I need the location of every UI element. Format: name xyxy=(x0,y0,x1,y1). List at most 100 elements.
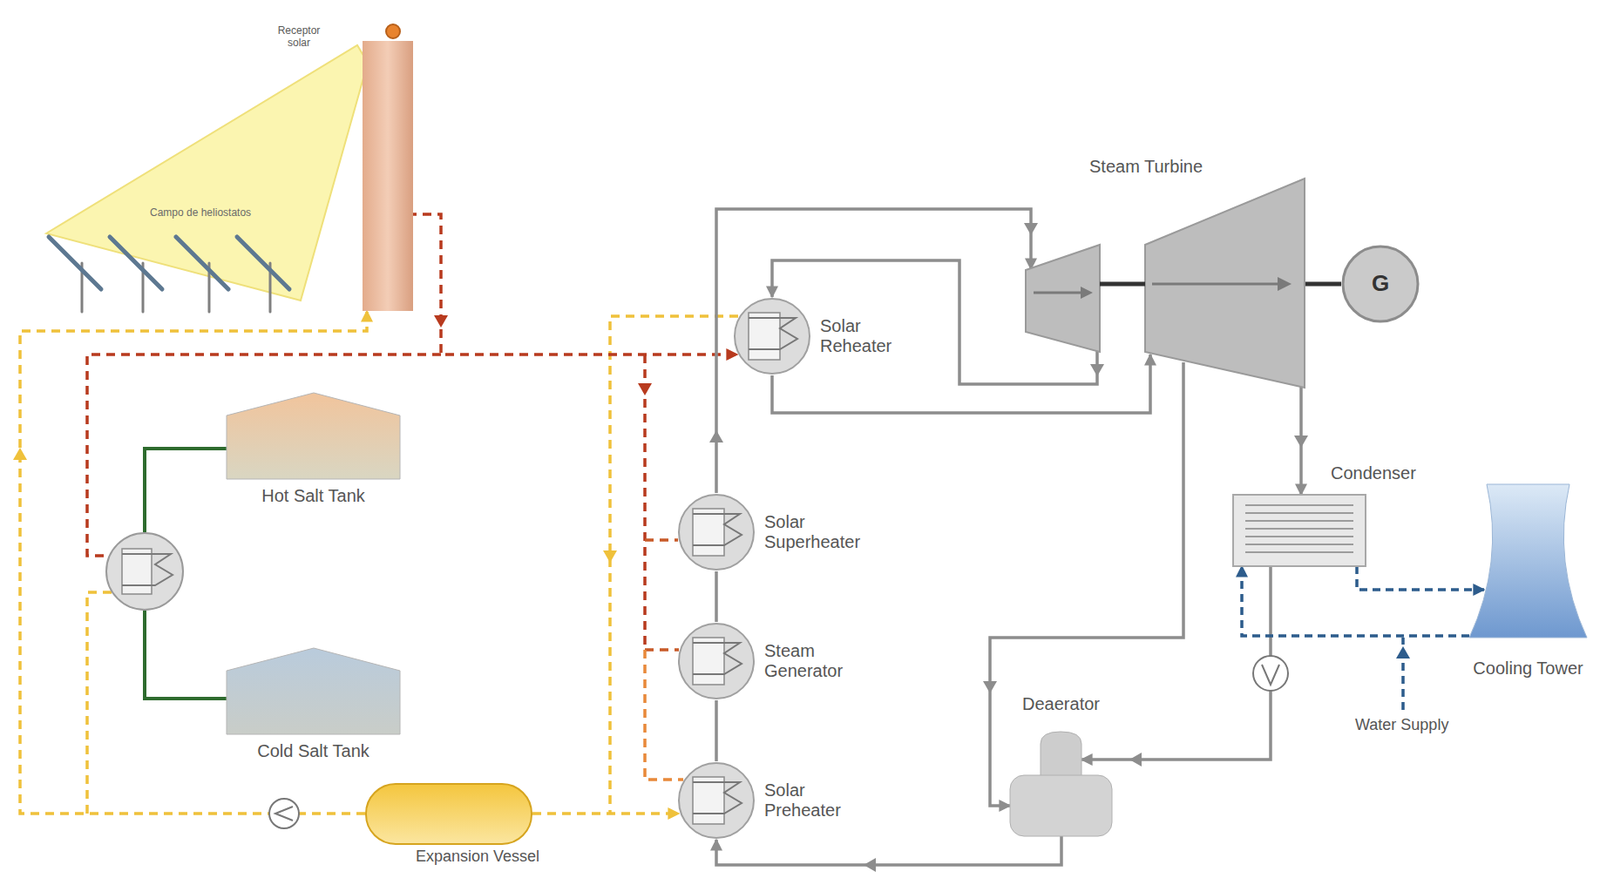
condenser-shape xyxy=(1233,494,1366,567)
deaerator: Deaerator xyxy=(1010,697,1112,837)
flow-arrow xyxy=(709,430,724,443)
condenser-shape xyxy=(1245,512,1354,515)
steam-turbine-shape xyxy=(1025,244,1100,353)
receiver-dot xyxy=(386,24,400,39)
oil-pipe xyxy=(87,354,441,556)
condenser-shape xyxy=(1245,520,1354,523)
pipe-connector xyxy=(1241,566,1470,637)
salt-pipe xyxy=(144,448,227,533)
pump xyxy=(1261,664,1280,685)
condenser-shape xyxy=(1245,551,1354,554)
oil-pipe xyxy=(87,354,684,780)
node-label: Steam Turbine xyxy=(1089,156,1203,177)
steam-turbine: Steam Turbine xyxy=(1019,149,1312,394)
heliostat xyxy=(48,237,290,312)
salt-heat-exchanger xyxy=(106,533,184,611)
cooling-tower: Cooling Tower xyxy=(1469,484,1587,638)
heat-exchanger-shape xyxy=(678,623,754,699)
heat-exchanger-shape xyxy=(748,312,780,360)
pump xyxy=(1253,656,1289,692)
heat-exchanger: Solar Reheater xyxy=(732,297,937,376)
node-label: Steam Generator xyxy=(764,641,876,682)
flow-arrow xyxy=(1294,435,1309,448)
heat-exchanger-shape xyxy=(732,297,812,376)
salt-tank: Hot Salt Tank xyxy=(226,393,400,480)
node-label: Solar Superheater xyxy=(764,512,876,553)
flow-arrow xyxy=(637,383,652,396)
node-label: Receptor solar xyxy=(271,25,326,50)
condenser-shape xyxy=(1233,494,1366,567)
deaerator-shape xyxy=(1010,775,1112,837)
salt-tank-shape xyxy=(226,648,400,735)
heat-exchanger-shape xyxy=(692,514,742,546)
flow-arrow xyxy=(433,315,448,328)
pipe-connector xyxy=(716,209,1031,494)
solar-tower: Receptor solar xyxy=(362,40,414,312)
oil-pipe xyxy=(644,650,684,780)
salt-tank-shape xyxy=(226,393,400,480)
deaerator-shape xyxy=(1010,697,1112,837)
heliostat xyxy=(109,237,163,290)
flow-arrow xyxy=(1396,646,1411,659)
heliostat xyxy=(48,237,102,290)
heat-exchanger-shape xyxy=(692,777,725,825)
pipe-connector xyxy=(716,836,1062,866)
heat-exchanger-shape xyxy=(677,493,756,572)
steam-turbine-shape xyxy=(1145,178,1305,388)
heat-exchanger-shape xyxy=(678,763,754,839)
pipe-connector xyxy=(1304,282,1342,287)
heliostat xyxy=(176,237,229,290)
salt-pipe xyxy=(144,610,227,699)
salt-tank-shape xyxy=(226,393,400,480)
return-pipe xyxy=(87,316,739,814)
pipe-connector xyxy=(714,571,719,623)
field-label-box: Campo de heliostatos xyxy=(148,205,253,222)
node-label: Cooling Tower xyxy=(1472,658,1583,679)
flow-arrow xyxy=(1090,364,1105,377)
condenser: Condenser xyxy=(1233,494,1366,567)
heat-exchanger-shape xyxy=(692,637,725,685)
heat-exchanger-shape xyxy=(678,494,754,570)
condenser-shape xyxy=(1245,535,1354,538)
steam-turbine-shape xyxy=(1033,291,1083,295)
pipe-connector xyxy=(532,812,679,816)
flow-arrow xyxy=(1023,223,1038,236)
steam-turbine-shape xyxy=(1277,277,1292,292)
heat-exchanger: Steam Generator xyxy=(677,622,882,701)
flow-arrow xyxy=(983,681,997,694)
pipe-connector xyxy=(393,214,738,355)
heat-exchanger-shape xyxy=(677,761,756,841)
node-label: Deaerator xyxy=(1010,694,1112,715)
light-beam xyxy=(46,45,368,301)
condenser-shape xyxy=(1245,528,1354,530)
node-label: Campo de heliostatos xyxy=(149,207,251,220)
flow-arrow xyxy=(13,447,28,461)
steam-turbine-shape xyxy=(1152,283,1282,286)
heat-exchanger-shape xyxy=(692,643,742,675)
node-label: Hot Salt Tank xyxy=(226,486,400,507)
salt-heat-exchanger xyxy=(122,549,152,595)
node-label: Expansion Vessel xyxy=(415,847,540,867)
condenser-shape xyxy=(1245,504,1354,507)
node-label: Solar Preheater xyxy=(764,780,876,821)
node-label: Cold Salt Tank xyxy=(226,741,400,762)
salt-tank-shape xyxy=(226,648,400,735)
pipe-connector xyxy=(20,311,367,814)
expansion-vessel: Expansion Vessel xyxy=(365,783,533,846)
heat-exchanger-shape xyxy=(734,298,810,374)
flow-arrow xyxy=(1129,752,1142,767)
node-label: G xyxy=(1371,271,1390,298)
salt-tank: Cold Salt Tank xyxy=(226,648,400,735)
generator-shape xyxy=(1342,246,1418,322)
steam-turbine-shape xyxy=(1099,282,1146,287)
deaerator-shape xyxy=(1040,732,1082,778)
heat-exchanger-shape xyxy=(692,508,725,556)
pipe-connector xyxy=(1356,566,1485,590)
expansion-vessel-shape xyxy=(365,783,533,846)
heat-exchanger-shape xyxy=(677,622,756,701)
heat-exchanger: Solar Preheater xyxy=(677,761,882,841)
node-label: Solar Reheater xyxy=(820,316,932,357)
return-pipe xyxy=(87,592,112,814)
